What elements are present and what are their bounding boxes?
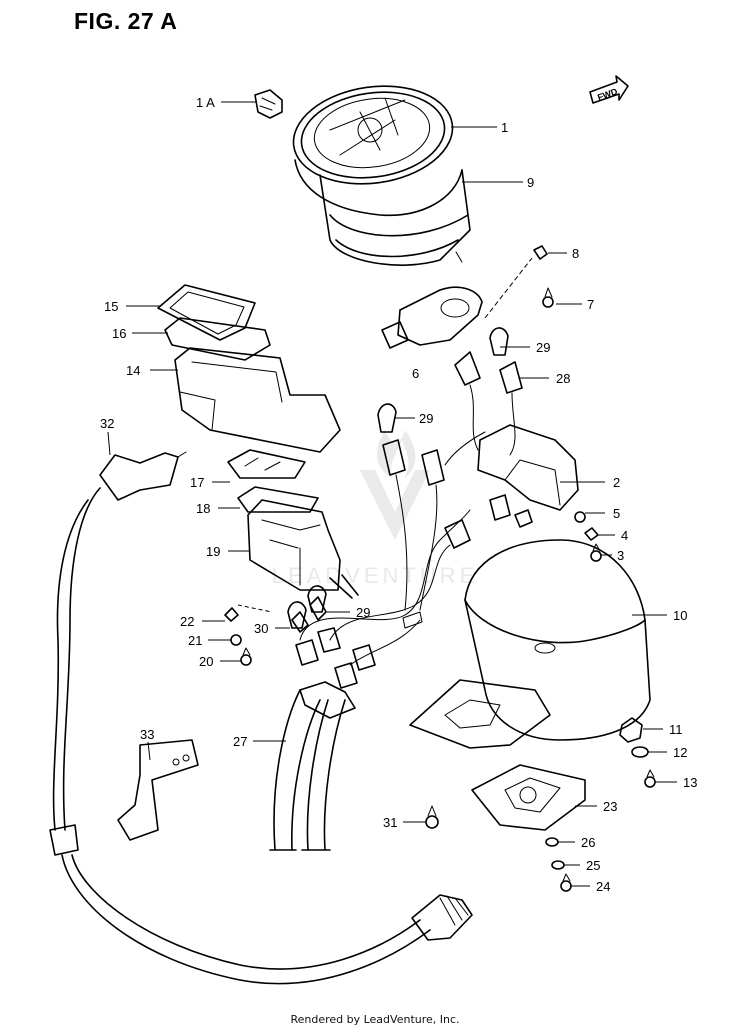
- part-8-grommet: [533, 245, 548, 260]
- watermark-text: LEADVENTURE: [272, 563, 479, 588]
- callout-27: 27: [233, 734, 247, 749]
- callout-4: 4: [621, 528, 628, 543]
- part-29-bulb-upper: [489, 327, 509, 356]
- part-10-base-plate: [409, 679, 551, 749]
- part-24-bolt: [560, 873, 572, 892]
- callout-7: 7: [587, 297, 594, 312]
- part-13-bolt: [644, 769, 656, 788]
- callout-24: 24: [596, 879, 610, 894]
- part-1a-bulb: [254, 89, 283, 119]
- callout-6: 6: [412, 366, 419, 381]
- callout-13: 13: [683, 775, 697, 790]
- part-7-screw: [542, 287, 554, 308]
- instrument-wiring: [382, 431, 486, 629]
- part-4-washer: [584, 527, 599, 541]
- part-18-plate: [237, 486, 319, 513]
- part-27-wiring-harness: [269, 509, 471, 851]
- callout-14: 14: [126, 363, 140, 378]
- part-23-bracket: [471, 764, 586, 831]
- part-14-indicator-case: [174, 347, 341, 453]
- part-17-plate: [227, 449, 306, 479]
- callout-20: 20: [199, 654, 213, 669]
- callout-21: 21: [188, 633, 202, 648]
- part-21-nut: [230, 634, 242, 646]
- part-28-socket: [454, 351, 523, 456]
- part-29-bulb-mid: [377, 403, 397, 433]
- callout-11: 11: [669, 722, 683, 737]
- part-31-bolt: [425, 805, 439, 829]
- watermark-logo: LEADVENTURE: [272, 430, 479, 588]
- part-12-washer: [631, 746, 649, 758]
- part-15-lens: [157, 284, 256, 341]
- callout-26: 26: [581, 835, 595, 850]
- callout-25: 25: [586, 858, 600, 873]
- callout-1: 1: [501, 120, 508, 135]
- callout-10: 10: [673, 608, 687, 623]
- callout-33: 33: [140, 727, 154, 742]
- callout-8: 8: [572, 246, 579, 261]
- part-32-speedometer-cable: [49, 451, 473, 985]
- callout-18: 18: [196, 501, 210, 516]
- part-22-washer: [224, 607, 239, 622]
- callout-22: 22: [180, 614, 194, 629]
- callout-23: 23: [603, 799, 617, 814]
- footer-credit: Rendered by LeadVenture, Inc.: [290, 1013, 460, 1026]
- callout-31: 31: [383, 815, 397, 830]
- callout-28: 28: [556, 371, 570, 386]
- part-16-gasket: [164, 317, 271, 361]
- callout-12: 12: [673, 745, 687, 760]
- callout-30: 30: [254, 621, 268, 636]
- part-25-washer: [551, 860, 565, 870]
- part-9-meter-case: [319, 169, 471, 266]
- callout-29-mid: 29: [419, 411, 433, 426]
- callout-29-lower: 29: [356, 605, 370, 620]
- part-20-screw: [240, 647, 252, 666]
- figure-title: FIG. 27 A: [74, 8, 178, 34]
- callout-17: 17: [190, 475, 204, 490]
- callout-9: 9: [527, 175, 534, 190]
- part-6-bracket: [381, 286, 483, 349]
- leader-lines: [107, 101, 677, 887]
- callout-2: 2: [613, 475, 620, 490]
- part-1-speedometer: [292, 85, 463, 217]
- part-26-washer: [545, 837, 559, 847]
- callout-3: 3: [617, 548, 624, 563]
- callout-29-upper: 29: [536, 340, 550, 355]
- part-30-bulb: [287, 601, 307, 629]
- harness-connectors: [295, 627, 376, 719]
- part-29-bulb-socket-lower: [307, 585, 327, 613]
- part-10-cover: [464, 539, 651, 741]
- part-33-clamp: [117, 739, 199, 841]
- part-2-unit: [477, 424, 579, 528]
- fwd-arrow-icon: FWD: [589, 75, 629, 104]
- callout-labels: 1 A 1 9 8 7 15 16 14 29 6 28 29 32 2 17 …: [100, 95, 697, 894]
- callout-5: 5: [613, 506, 620, 521]
- callout-15: 15: [104, 299, 118, 314]
- part-5-nut: [574, 511, 586, 523]
- callout-16: 16: [112, 326, 126, 341]
- part-19-socket-block: [247, 499, 359, 599]
- callout-1a: 1 A: [196, 95, 215, 110]
- callout-32: 32: [100, 416, 114, 431]
- part-11-nut: [619, 717, 643, 743]
- callout-19: 19: [206, 544, 220, 559]
